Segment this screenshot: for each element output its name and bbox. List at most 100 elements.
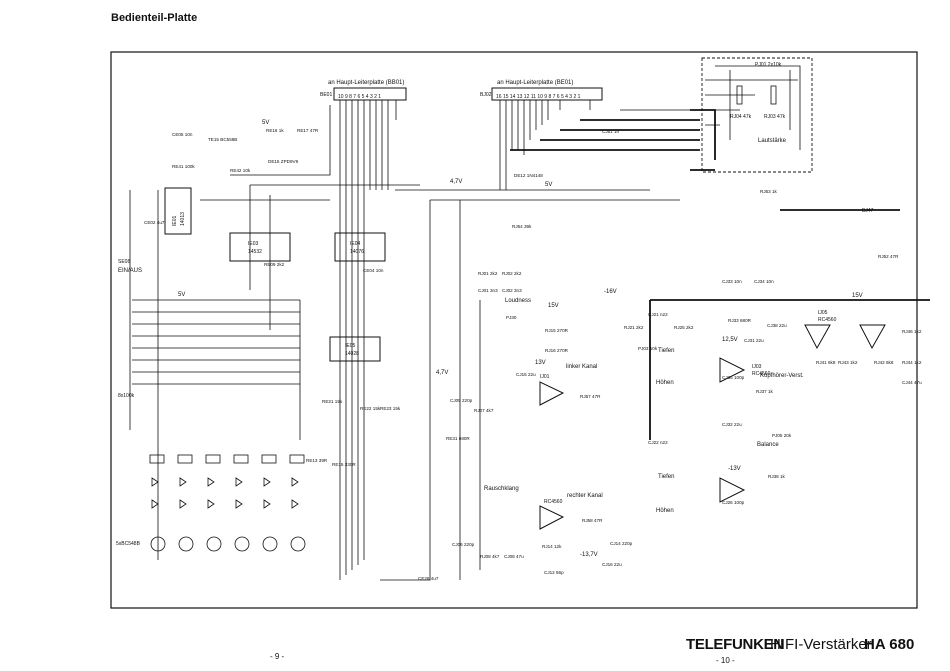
label-rechter-kanal: rechter Kanal [567, 493, 603, 499]
model-line: HIFI-Verstärker [770, 636, 872, 653]
label-linker-kanal: linker Kanal [566, 364, 597, 370]
ij01-left-triangle [539, 381, 565, 406]
rj07-label: RJ07 4k7 [474, 408, 494, 413]
rj58-label: RJ58 47R [582, 518, 603, 523]
cj22-label: CJ22 n22 [648, 440, 668, 445]
page-title: Bedienteil-Platte [111, 12, 198, 24]
ij01-right-triangle [539, 505, 565, 530]
ie05-body [329, 336, 381, 362]
rj25-label: RJ25 2k2 [674, 325, 694, 330]
rj44-label: RJ44 1k2 [902, 360, 922, 365]
connector-bd01: an Haupt-Leiterplatte (BB01) BE01 10 9 8… [320, 80, 407, 101]
label-te-bank: 5xBC548B [116, 541, 141, 547]
ij03-lower-triangle [719, 477, 746, 503]
ce05-label: CE05 10n [172, 132, 193, 137]
ij05-left-part: RC4560 [818, 317, 837, 323]
connector-bj02-body [491, 87, 603, 101]
ij01-left-name: IJ01 [540, 374, 550, 380]
resistor-bank-left [129, 190, 301, 560]
cj08-label: CJ08 47u [504, 554, 524, 559]
ie01-name: IE01 [172, 215, 178, 226]
ie03-body [229, 232, 291, 262]
label-kopfhoerer: Kopfhörer-Verst. [760, 373, 804, 379]
rj42-label: RJ42 6k8 [874, 360, 894, 365]
label-tiefen-bottom: Tiefen [658, 474, 674, 480]
re31-label: RE31 680R [446, 436, 470, 441]
cj51-label: CJ51 1n [602, 129, 620, 134]
rail-minus16v: -16V [604, 289, 617, 295]
label-loudness: Loudness [505, 298, 531, 304]
rj37-label: RJ37 1k [756, 389, 774, 394]
label-bj47: BJ47 [862, 208, 874, 214]
ic-ie03: IE03 14532 [229, 232, 291, 262]
lautstaerke-label: Lautstärke [758, 138, 787, 144]
ie04-body [334, 232, 386, 262]
rj33-label: RJ33 680R [728, 318, 752, 323]
ie03-name: IE03 [248, 241, 259, 247]
ie01-part: 14013 [180, 212, 186, 226]
de15-label: DE15 ZPD9V9 [268, 159, 299, 164]
ij05-right-triangle [859, 324, 886, 350]
label-se08: SE08 [118, 259, 130, 265]
cj06-label: CJ06 220p [452, 542, 475, 547]
rail-13v: 13V [535, 360, 546, 366]
pj30-label: PJ30 [506, 315, 517, 320]
transistor-row [150, 536, 306, 552]
rj41-label: RJ41 6k8 [816, 360, 836, 365]
ij01-right-part: RC4560 [544, 499, 563, 505]
connector-bd01-ref: BE01 [320, 92, 332, 98]
connector-bd01-pins: 10 9 8 7 6 5 4 3 2 1 [338, 94, 381, 100]
ij05-left-name: IJ05 [818, 310, 828, 316]
pj05-label: PJ05 20k [772, 433, 792, 438]
cj16-label: CJ16 22u [602, 562, 622, 567]
opamp-ij01-right: RC4560 [539, 499, 565, 530]
component-labels: CE05 10n TE15 BC558B RE16 1k RE17 47R RE… [144, 128, 922, 581]
cj26-label: CJ26 100p [722, 500, 745, 505]
ij05-left-triangle [804, 324, 831, 350]
label-balance: Balance [757, 442, 779, 448]
rj04-label: RJ04 47k [730, 114, 752, 120]
page-number-right: - 10 - [716, 656, 735, 665]
re22-label: RE22 15k [360, 406, 381, 411]
cj44-label: CJ44 47u [902, 380, 922, 385]
ie03-part: 14532 [248, 249, 262, 255]
cj21-label: CJ21 n22 [648, 312, 668, 317]
opamp-ij05-left: IJ05 RC4560 [804, 310, 837, 350]
rail-125v: 12,5V [722, 337, 738, 343]
pj03-label: PJ03 10k [638, 346, 658, 351]
rail-47v-mid: 4,7V [436, 370, 448, 376]
schematic-frame [110, 51, 918, 609]
rj46-label: RJ46 1k2 [902, 329, 922, 334]
ij03-upper-part: RC4560 [752, 371, 771, 377]
rail-15v-right: 15V [852, 293, 863, 299]
re13-label: RE13 39R [306, 458, 328, 463]
rj53-label: RJ53 1k [760, 189, 778, 194]
opamp-ij01-left: IJ01 [539, 374, 565, 406]
connector-bj02: an Haupt-Leiterplatte (BE01) BJ02 16 15 … [480, 80, 603, 101]
re42-label: RE42 10k [230, 168, 251, 173]
connector-bj02-pins: 16 15 14 13 12 11 10 9 8 7 6 5 4 3 2 1 [496, 94, 581, 100]
page-number-left: - 9 - [270, 652, 285, 661]
re41-label: RE41 100k [172, 164, 195, 169]
rj08-label: RJ08 4k7 [480, 554, 500, 559]
volume-pot-dashed-box [701, 57, 813, 173]
ce04-label: CE04 10n [363, 268, 384, 273]
re16-label: RE16 1k [266, 128, 284, 133]
connector-bj02-label: an Haupt-Leiterplatte (BE01) [497, 80, 573, 86]
rail-minus13v: -13V [728, 466, 741, 472]
opamp-ij03-lower [719, 477, 746, 503]
connector-bj02-ref: BJ02 [480, 92, 492, 98]
pj01-label: PJ01 2x10k [755, 62, 782, 68]
rail-15v-left: 15V [548, 303, 559, 309]
rj14-label: RJ14 12k [542, 544, 562, 549]
volume-pot-block: PJ01 2x10k RJ04 47k RJ03 47k Lautstärke [701, 57, 813, 173]
cj02-label: CJ02 3n3 [502, 288, 522, 293]
cj15-label: CJ15 22u [516, 372, 536, 377]
cj32-label: CJ32 22u [722, 422, 742, 427]
label-re-bank: 8x100k [118, 393, 135, 399]
rj38-label: RJ38 1k [768, 474, 786, 479]
rj03-label: RJ03 47k [764, 114, 786, 120]
re09-label: RE09 2k2 [264, 262, 285, 267]
rail-minus137v: -13,7V [580, 552, 598, 558]
rj01-label: RJ01 2k2 [478, 271, 498, 276]
